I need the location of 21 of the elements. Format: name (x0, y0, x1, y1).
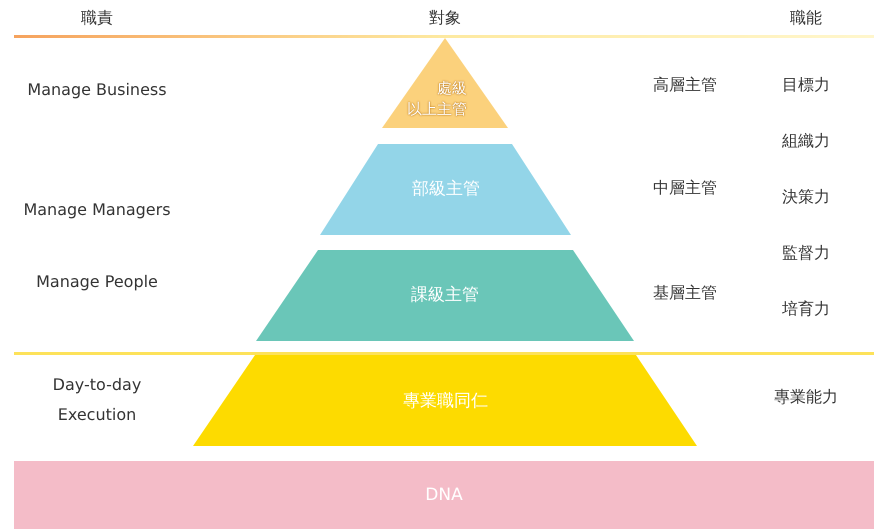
column-header: 職責 (81, 7, 113, 29)
skill-text: 監督力 (782, 242, 830, 264)
skill-text: 決策力 (782, 186, 830, 208)
level-text: 高層主管 (653, 74, 717, 96)
column-header: 對象 (429, 7, 461, 29)
tier-label: DNA (425, 485, 463, 505)
tier-label: 專業職同仁 (403, 391, 488, 411)
skill-text: 目標力 (782, 74, 830, 96)
tier-label: 部級主管 (412, 179, 480, 199)
role-text: Manage Business (27, 79, 167, 101)
tier-label: 課級主管 (411, 285, 479, 305)
role-text: Day-to-day Execution (52, 374, 142, 426)
level-text: 基層主管 (653, 282, 717, 304)
level-text: 中層主管 (653, 177, 717, 199)
role-text: Manage Managers (23, 199, 171, 221)
skill-text: 專業能力 (774, 386, 838, 408)
role-text: Manage People (36, 271, 158, 293)
tier-label: 處級以上主管 (407, 79, 467, 118)
skill-text: 培育力 (782, 298, 830, 320)
column-header: 職能 (790, 7, 822, 29)
skill-text: 組織力 (782, 130, 830, 152)
